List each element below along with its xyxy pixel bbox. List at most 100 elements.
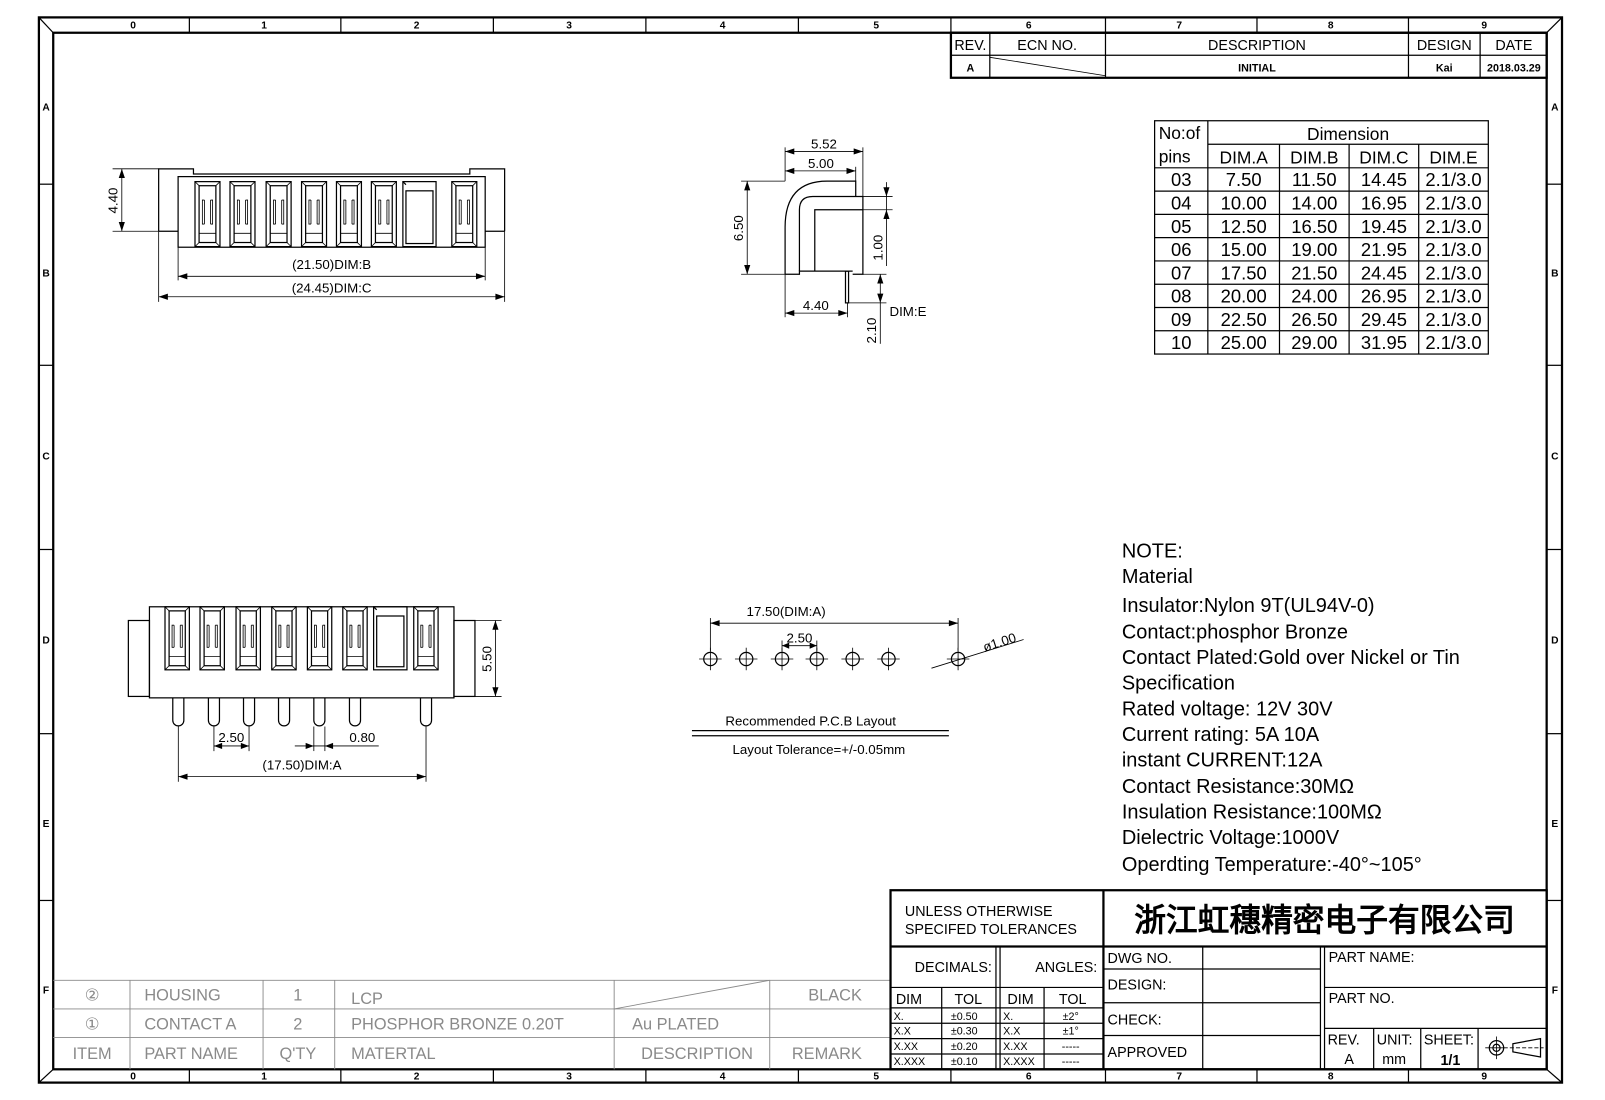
decimals-label: DECIMALS:: [915, 960, 992, 976]
row-label: C: [42, 451, 50, 462]
table-cell: 07: [1171, 262, 1191, 283]
column-label: 7: [1176, 1072, 1182, 1083]
note-line: Dielectric Voltage:1000V: [1122, 827, 1340, 849]
bom-header-part: PART NAME: [144, 1045, 238, 1063]
table-cell: 19.00: [1291, 239, 1337, 260]
pcb-layout-title: Recommended P.C.B Layout: [725, 713, 896, 728]
revision-designer: Kai: [1436, 63, 1453, 75]
bom-remark: BLACK: [808, 987, 862, 1005]
angles-dim-header: DIM: [1007, 992, 1033, 1008]
dim-e-label: DIM:E: [890, 304, 927, 319]
decimal-tol: ±0.20: [951, 1041, 978, 1053]
decimal-dim: X.XXX: [894, 1056, 926, 1068]
dimension-column-header: DIM.A: [1220, 148, 1269, 168]
note-line: Operdting Temperature:-40°~105°: [1122, 854, 1422, 876]
table-cell: 05: [1171, 216, 1191, 237]
note-line: instant CURRENT:12A: [1122, 749, 1323, 771]
row-label: C: [1551, 451, 1559, 462]
note-line: Contact Plated:Gold over Nickel or Tin: [1122, 647, 1460, 669]
design-label: DESIGN:: [1108, 977, 1167, 993]
pcb-hole: [770, 647, 794, 671]
revision-date: 2018.03.29: [1487, 63, 1541, 75]
column-label: 3: [566, 1072, 572, 1083]
table-cell: 2.1/3.0: [1425, 216, 1481, 237]
table-cell: 2.1/3.0: [1425, 169, 1481, 190]
bottom-pin-width-dim: 0.80: [349, 730, 375, 745]
part-name-label: PART NAME:: [1329, 950, 1415, 966]
pcb-hole: [699, 647, 722, 671]
tolerance-title-2: SPECIFED TOLERANCES: [905, 922, 1077, 938]
pcb-hole: [734, 647, 758, 671]
column-label: 5: [873, 1072, 879, 1083]
table-cell: 29.45: [1361, 309, 1407, 330]
decimals-dim-header: DIM: [896, 992, 922, 1008]
column-label: 9: [1481, 1072, 1487, 1083]
dwg-no-label: DWG NO.: [1108, 951, 1172, 967]
dim-a-label: (17.50)DIM:A: [262, 757, 341, 772]
dimension-column-header: DIM.C: [1359, 148, 1408, 168]
bom-material: PHOSPHOR BRONZE 0.20T: [351, 1015, 564, 1033]
side-inner-width-dim: 5.00: [808, 156, 834, 171]
note-line: Specification: [1122, 673, 1235, 695]
contact-pin: [313, 697, 326, 727]
contact-pin: [207, 697, 221, 727]
table-cell: 21.95: [1361, 239, 1407, 260]
table-cell: 16.50: [1291, 216, 1337, 237]
decimal-dim: X.: [894, 1011, 904, 1023]
column-label: 6: [1026, 1072, 1032, 1083]
column-label: 7: [1176, 21, 1182, 32]
note-line: NOTE:: [1122, 541, 1183, 563]
bom-header-qty: Q'TY: [279, 1045, 316, 1063]
row-label: D: [1551, 636, 1558, 647]
revision-description: INITIAL: [1238, 63, 1276, 75]
table-cell: 04: [1171, 193, 1191, 214]
table-cell: 26.50: [1291, 309, 1337, 330]
column-label: 1: [261, 21, 267, 32]
table-cell: 2.1/3.0: [1425, 286, 1481, 307]
contact-slot: [194, 181, 221, 248]
contact-pin: [242, 697, 256, 727]
contact-slot: [164, 606, 190, 671]
table-cell: 17.50: [1221, 262, 1267, 283]
table-cell: 14.00: [1291, 193, 1337, 214]
column-label: 5: [873, 21, 879, 32]
pcb-span-dim: 17.50(DIM:A): [747, 604, 826, 619]
table-cell: 10.00: [1221, 193, 1267, 214]
row-label: D: [42, 636, 49, 647]
table-cell: 24.00: [1291, 286, 1337, 307]
rev-label: REV.: [1328, 1033, 1360, 1049]
table-cell: 31.95: [1361, 332, 1407, 353]
contact-slot: [451, 181, 478, 248]
table-cell: 12.50: [1221, 216, 1267, 237]
row-label: A: [1551, 103, 1559, 114]
pcb-hole: [841, 647, 864, 671]
contact-pin: [348, 697, 362, 727]
table-cell: 21.50: [1291, 262, 1337, 283]
side-thickness-dim: 1.00: [870, 235, 885, 261]
row-label: F: [43, 986, 49, 997]
table-cell: 11.50: [1292, 169, 1337, 190]
contact-slot: [413, 606, 439, 671]
pcb-hole: [877, 647, 900, 671]
bom-part: CONTACT A: [144, 1015, 236, 1033]
contact-pin: [419, 697, 433, 727]
table-cell: 2.1/3.0: [1425, 262, 1481, 283]
row-label: B: [42, 268, 49, 279]
note-line: Insulation Resistance:100MΩ: [1122, 802, 1382, 824]
row-label: E: [43, 819, 50, 830]
table-cell: 16.95: [1361, 193, 1407, 214]
bottom-pitch-dim: 2.50: [218, 730, 244, 745]
column-label: 8: [1328, 21, 1334, 32]
decimals-tol-header: TOL: [955, 992, 983, 1008]
table-cell: 22.50: [1221, 309, 1267, 330]
rev-value: A: [966, 63, 974, 75]
table-cell: 7.50: [1226, 169, 1262, 190]
bom-description: Au PLATED: [632, 1015, 719, 1033]
table-cell: 08: [1171, 286, 1191, 307]
column-label: 1: [261, 1072, 267, 1083]
sheet-label: SHEET:: [1424, 1033, 1474, 1049]
contact-slot: [265, 181, 292, 248]
bom-material: LCP: [351, 990, 383, 1008]
dimension-column-header: DIM.B: [1290, 148, 1338, 168]
